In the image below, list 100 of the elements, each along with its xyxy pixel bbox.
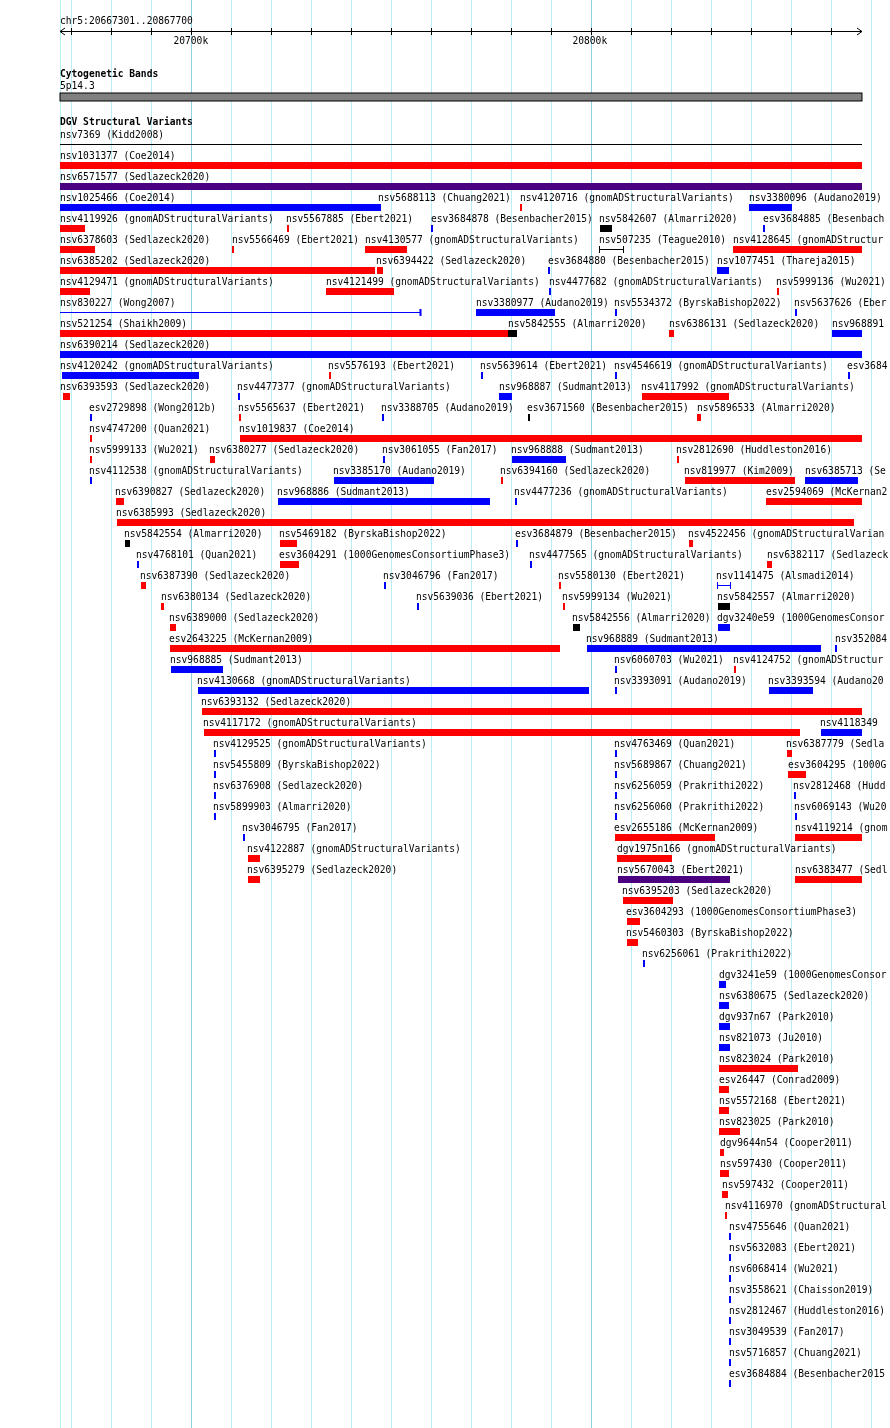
- variant-label: nsv3393091 (Audano2019): [614, 675, 747, 686]
- variant-label: nsv5999133 (Wu2021): [89, 444, 199, 455]
- variant-label: nsv4477377 (gnomADStructuralVariants): [237, 381, 451, 392]
- variant-label: nsv2812467 (Huddleston2016): [729, 1305, 885, 1316]
- variant-label: nsv5689867 (Chuang2021): [614, 759, 747, 770]
- variant-label: nsv5670043 (Ebert2021): [617, 864, 745, 875]
- variant-label: nsv968885 (Sudmant2013): [170, 654, 303, 665]
- variant-label: nsv4128645 (gnomADStructur: [733, 234, 884, 245]
- variant-label: esv3684884 (Besenbacher2015: [729, 1368, 885, 1379]
- variant-label: nsv5576193 (Ebert2021): [328, 360, 456, 371]
- position-label: chr5:20667301..20867700: [60, 15, 193, 26]
- variant-label: nsv6068414 (Wu2021): [729, 1263, 839, 1274]
- variant-label: nsv6380675 (Sedlazeck2020): [719, 990, 870, 1001]
- variant-label: esv3684880 (Besenbacher2015): [548, 255, 710, 266]
- variant-label: nsv968889 (Sudmant2013): [586, 633, 719, 644]
- variant-label: nsv4129471 (gnomADStructuralVariants): [60, 276, 274, 287]
- variant-label: nsv5639036 (Ebert2021): [416, 591, 544, 602]
- variant-label: nsv5688113 (Chuang2021): [378, 192, 511, 203]
- variant-label: nsv6393593 (Sedlazeck2020): [60, 381, 211, 392]
- variant-label: nsv597430 (Cooper2011): [720, 1158, 848, 1169]
- variant-label: nsv6069143 (Wu20: [794, 801, 887, 812]
- variant-label: nsv1019837 (Coe2014): [239, 423, 355, 434]
- variant-label: nsv6393132 (Sedlazeck2020): [201, 696, 352, 707]
- variant-label: nsv521254 (Shaikh2009): [60, 318, 188, 329]
- variant-label: nsv6386131 (Sedlazeck2020): [669, 318, 820, 329]
- variant-label: nsv1025466 (Coe2014): [60, 192, 176, 203]
- variant-label: nsv4120716 (gnomADStructuralVariants): [520, 192, 734, 203]
- variant-label: nsv3049539 (Fan2017): [729, 1326, 845, 1337]
- variant-label: nsv5469182 (ByrskaBishop2022): [279, 528, 447, 539]
- variant-label: nsv5896533 (Almarri2020): [697, 402, 836, 413]
- tick-label: 20800k: [572, 35, 608, 46]
- band-label: 5p14.3: [60, 80, 95, 91]
- variant-label: nsv4130668 (gnomADStructuralVariants): [197, 675, 411, 686]
- variant-label: nsv3388705 (Audano2019): [381, 402, 514, 413]
- variant-label: dgv9644n54 (Cooper2011): [720, 1137, 853, 1148]
- variant-label: nsv6060703 (Wu2021): [614, 654, 724, 665]
- variant-label: nsv4129525 (gnomADStructuralVariants): [213, 738, 427, 749]
- variant-label: nsv4119926 (gnomADStructuralVariants): [60, 213, 274, 224]
- variant-label: nsv6395279 (Sedlazeck2020): [247, 864, 398, 875]
- variant-label: esv26447 (Conrad2009): [719, 1074, 841, 1085]
- variant-label: nsv4477236 (gnomADStructuralVariants): [514, 486, 728, 497]
- variant-label: nsv823025 (Park2010): [719, 1116, 835, 1127]
- variant-label: nsv3558621 (Chaisson2019): [729, 1284, 874, 1295]
- variant-label: nsv4130577 (gnomADStructuralVariants): [365, 234, 579, 245]
- variant-label: nsv5999136 (Wu2021): [776, 276, 886, 287]
- variant-label: nsv6571577 (Sedlazeck2020): [60, 171, 211, 182]
- variant-label: nsv4763469 (Quan2021): [614, 738, 736, 749]
- variant-label: nsv4124752 (gnomADStructur: [733, 654, 884, 665]
- variant-label: nsv4116970 (gnomADStructural: [725, 1200, 887, 1211]
- variant-label: nsv4747200 (Quan2021): [89, 423, 211, 434]
- variant-label: nsv3046795 (Fan2017): [242, 822, 358, 833]
- variant-label: esv3604291 (1000GenomesConsortiumPhase3): [279, 549, 511, 560]
- variant-label: nsv6390827 (Sedlazeck2020): [115, 486, 266, 497]
- variant-label: nsv6256059 (Prakrithi2022): [614, 780, 765, 791]
- variant-label: nsv5566469 (Ebert2021): [232, 234, 360, 245]
- variant-label: esv2655186 (McKernan2009): [614, 822, 759, 833]
- variant-label: esv2643225 (McKernan2009): [169, 633, 314, 644]
- variant-label: nsv5565637 (Ebert2021): [238, 402, 366, 413]
- variant-label: nsv5567885 (Ebert2021): [286, 213, 414, 224]
- variant-label: nsv6394422 (Sedlazeck2020): [376, 255, 527, 266]
- variant-label: nsv7369 (Kidd2008): [60, 129, 164, 140]
- variant-label: nsv4121499 (gnomADStructuralVariants): [326, 276, 540, 287]
- variant-label: nsv5460303 (ByrskaBishop2022): [626, 927, 794, 938]
- variant-label: nsv352084: [835, 633, 887, 644]
- variant-label: nsv4768101 (Quan2021): [136, 549, 258, 560]
- variant-label: nsv819977 (Kim2009): [684, 465, 794, 476]
- variant-label: nsv5455809 (ByrskaBishop2022): [213, 759, 381, 770]
- variant-label: nsv3380096 (Audano2019): [749, 192, 882, 203]
- variant-label: esv3684879 (Besenbacher2015): [515, 528, 677, 539]
- variant-label: nsv2812690 (Huddleston2016): [676, 444, 832, 455]
- variant-label: dgv1975n166 (gnomADStructuralVariants): [617, 843, 837, 854]
- variant-label: nsv968886 (Sudmant2013): [277, 486, 410, 497]
- variant-label: esv3671560 (Besenbacher2015): [527, 402, 689, 413]
- variant-label: nsv5842607 (Almarri2020): [599, 213, 738, 224]
- variant-label: nsv5534372 (ByrskaBishop2022): [614, 297, 782, 308]
- variant-label: nsv507235 (Teague2010): [599, 234, 727, 245]
- variant-label: nsv4118349: [820, 717, 878, 728]
- variant-label: nsv6256061 (Prakrithi2022): [642, 948, 793, 959]
- variant-label: nsv821073 (Ju2010): [719, 1032, 823, 1043]
- variant-label: nsv5999134 (Wu2021): [562, 591, 672, 602]
- track-title: DGV Structural Variants: [60, 116, 193, 127]
- variant-label: nsv3380977 (Audano2019): [476, 297, 609, 308]
- variant-label: esv3684885 (Besenbach: [763, 213, 885, 224]
- variant-label: nsv5632083 (Ebert2021): [729, 1242, 857, 1253]
- variant-label: dgv3241e59 (1000GenomesConsor: [719, 969, 887, 980]
- variant-label: nsv6376908 (Sedlazeck2020): [213, 780, 364, 791]
- variant-label: nsv3046796 (Fan2017): [383, 570, 499, 581]
- variant-label: nsv6389000 (Sedlazeck2020): [169, 612, 320, 623]
- variant-label: nsv5842555 (Almarri2020): [508, 318, 647, 329]
- variant-label: esv3684878 (Besenbacher2015): [431, 213, 593, 224]
- variant-label: nsv4755646 (Quan2021): [729, 1221, 851, 1232]
- variant-label: nsv1031377 (Coe2014): [60, 150, 176, 161]
- variant-label: nsv4122887 (gnomADStructuralVariants): [247, 843, 461, 854]
- variant-label: nsv1077451 (Thareja2015): [717, 255, 856, 266]
- variant-label: nsv2812468 (Hudd: [793, 780, 886, 791]
- variant-label: nsv4546619 (gnomADStructuralVariants): [614, 360, 828, 371]
- variant-label: nsv5842554 (Almarri2020): [124, 528, 263, 539]
- variant-label: nsv5580130 (Ebert2021): [558, 570, 686, 581]
- variant-label: nsv6256060 (Prakrithi2022): [614, 801, 765, 812]
- variant-label: nsv968887 (Sudmant2013): [499, 381, 632, 392]
